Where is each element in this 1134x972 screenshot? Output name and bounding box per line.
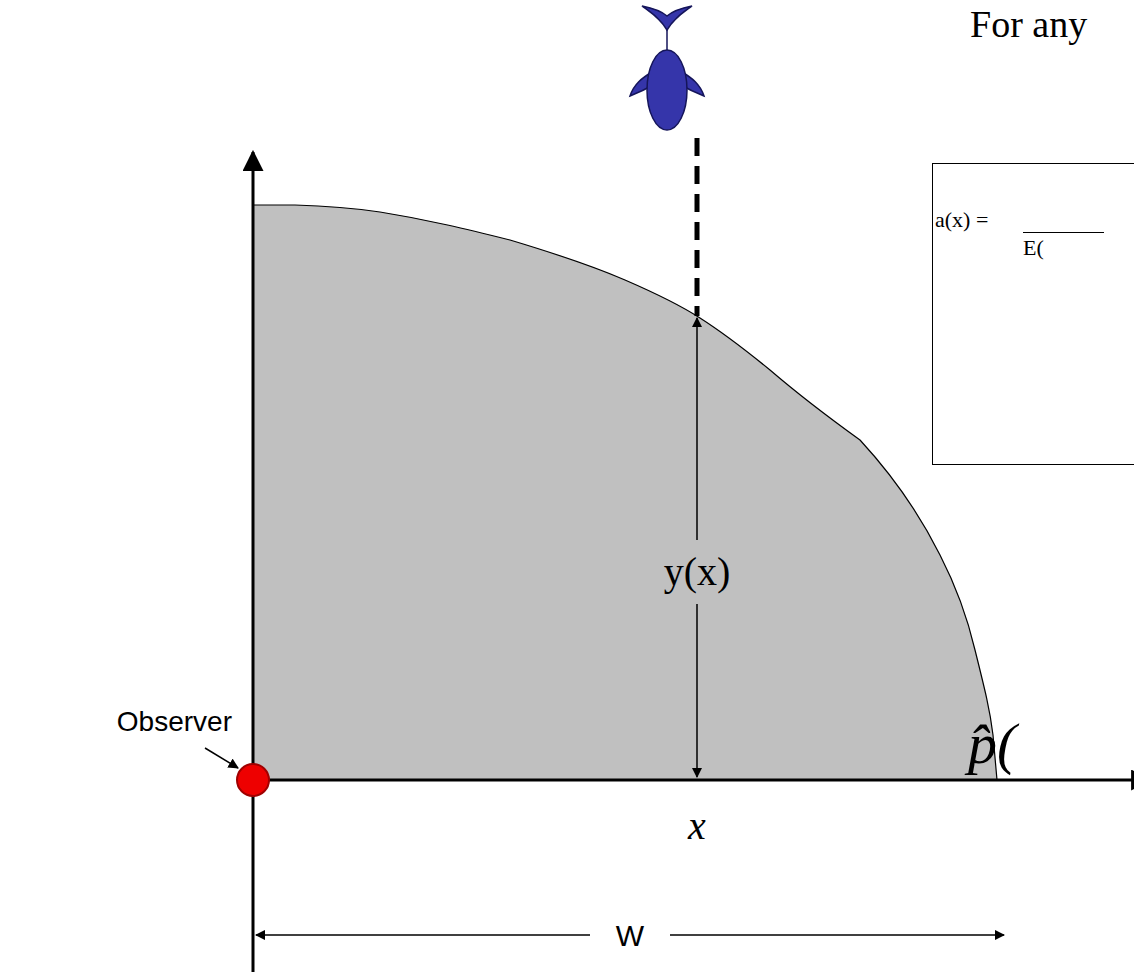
dimension-line bbox=[256, 934, 590, 936]
dimension-label: y(x) bbox=[660, 550, 735, 594]
axis-label: x bbox=[688, 804, 706, 848]
leader-line bbox=[205, 748, 238, 768]
vertical-axis bbox=[252, 152, 255, 972]
formula-text: a(x) = bbox=[935, 208, 988, 232]
horizontal-axis bbox=[253, 779, 1134, 782]
detection-region bbox=[253, 205, 997, 780]
dimension-line bbox=[696, 318, 698, 540]
formula-box: a(x) = E( bbox=[932, 163, 1134, 465]
dimension-line bbox=[670, 934, 1004, 936]
whale-icon bbox=[630, 6, 704, 130]
observer-label: Observer bbox=[117, 707, 232, 738]
dashed-line bbox=[695, 138, 700, 316]
estimate-symbol: p̂( bbox=[968, 712, 1016, 776]
heading-text: For any bbox=[970, 4, 1087, 46]
dimension-label: W bbox=[612, 919, 648, 952]
observer-dot bbox=[237, 764, 269, 796]
formula-text: E( bbox=[1023, 232, 1104, 260]
dimension-line bbox=[696, 604, 698, 777]
